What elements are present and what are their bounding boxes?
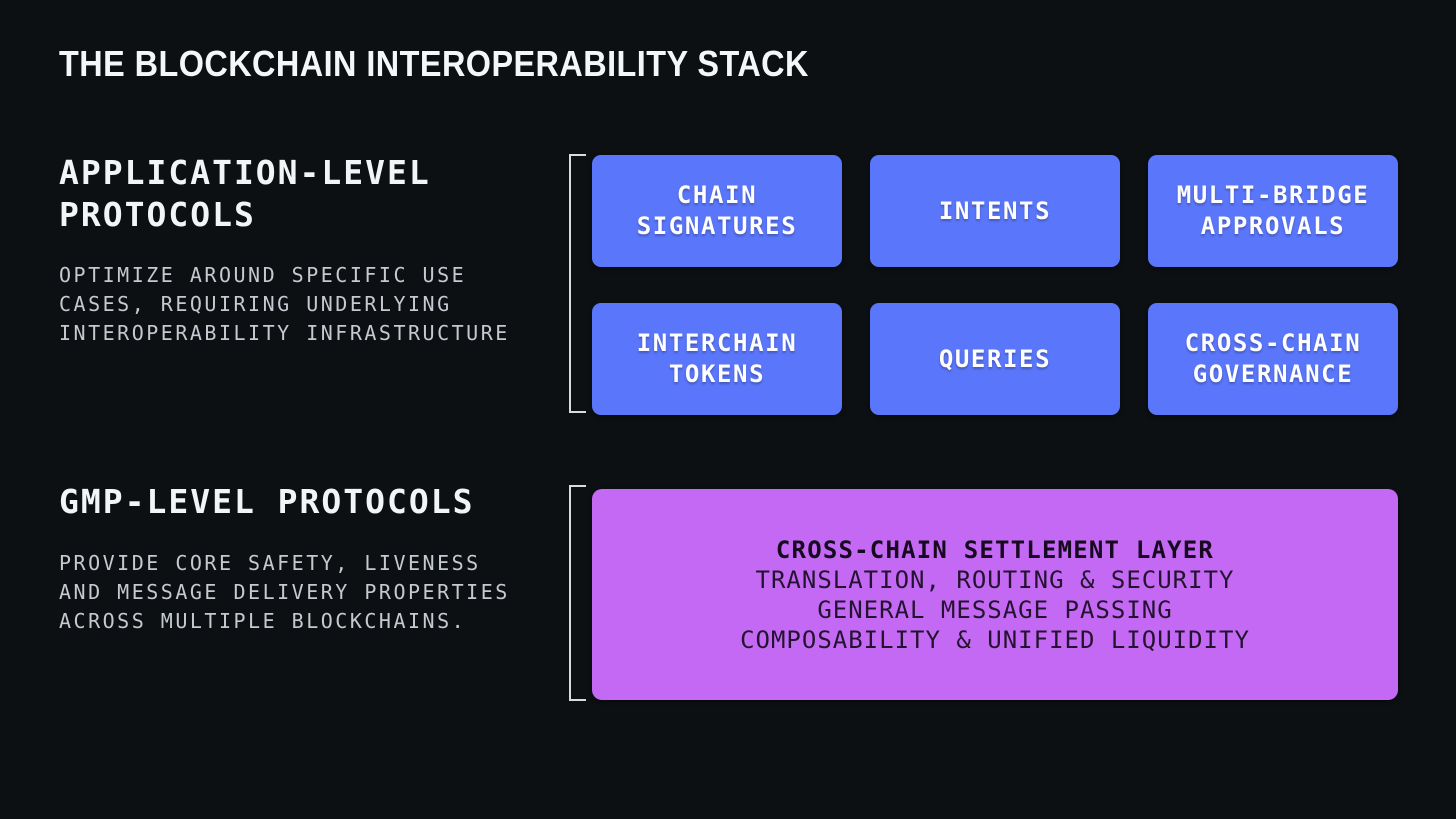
protocol-box-chain-signatures: CHAIN SIGNATURES <box>592 155 842 267</box>
application-group-bracket <box>569 154 586 413</box>
page-title: THE BLOCKCHAIN INTEROPERABILITY STACK <box>59 43 809 84</box>
gmp-level-heading: GMP-LEVEL PROTOCOLS <box>59 482 475 521</box>
gmp-group-bracket <box>569 485 586 701</box>
application-level-heading: APPLICATION-LEVEL PROTOCOLS <box>59 153 431 234</box>
cross-chain-settlement-layer-box: CROSS-CHAIN SETTLEMENT LAYER TRANSLATION… <box>592 489 1398 700</box>
protocol-box-queries: QUERIES <box>870 303 1120 415</box>
protocol-box-multi-bridge-approvals: MULTI-BRIDGE APPROVALS <box>1148 155 1398 267</box>
protocol-box-cross-chain-governance: CROSS-CHAIN GOVERNANCE <box>1148 303 1398 415</box>
settlement-layer-line-translation-routing-security: TRANSLATION, ROUTING & SECURITY <box>755 565 1235 594</box>
application-protocols-grid: CHAIN SIGNATURES INTENTS MULTI-BRIDGE AP… <box>592 155 1398 415</box>
settlement-layer-line-composability-unified-liquidity: COMPOSABILITY & UNIFIED LIQUIDITY <box>740 625 1250 654</box>
application-level-description: OPTIMIZE AROUND SPECIFIC USE CASES, REQU… <box>59 263 510 345</box>
settlement-layer-line-general-message-passing: GENERAL MESSAGE PASSING <box>817 595 1173 624</box>
protocol-box-intents: INTENTS <box>870 155 1120 267</box>
settlement-layer-title: CROSS-CHAIN SETTLEMENT LAYER <box>775 535 1215 564</box>
gmp-level-description: PROVIDE CORE SAFETY, LIVENESS AND MESSAG… <box>59 551 510 633</box>
protocol-box-interchain-tokens: INTERCHAIN TOKENS <box>592 303 842 415</box>
